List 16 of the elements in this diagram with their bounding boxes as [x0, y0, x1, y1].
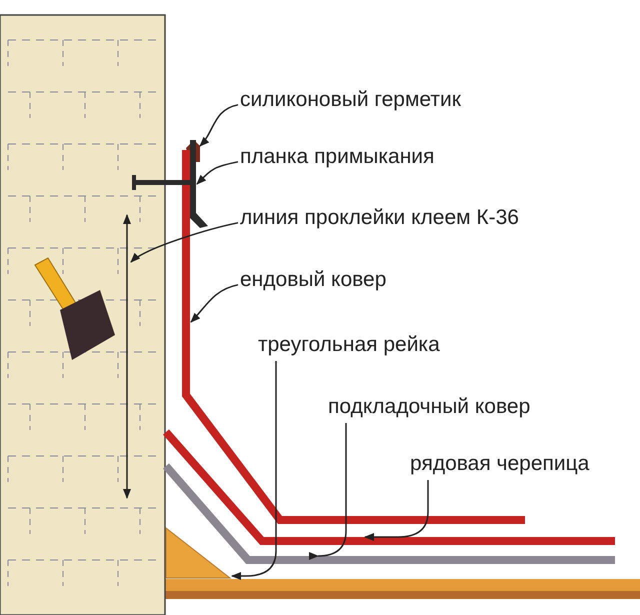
leader-line [199, 104, 238, 147]
leader-line [196, 161, 238, 185]
part-label: линия проклейки клеем К-36 [240, 206, 519, 230]
leader-line [130, 222, 238, 263]
part-label: рядовая черепица [410, 452, 590, 476]
layer-strip [163, 429, 615, 545]
part-label: подкладочный ковер [328, 395, 530, 419]
part-label: ендовый ковер [240, 268, 386, 292]
part-label: силиконовый герметик [240, 88, 461, 112]
part-label: планка примыкания [240, 145, 434, 169]
leader-line [231, 361, 277, 580]
wall-drawing [0, 14, 166, 615]
leader-line [364, 480, 429, 541]
triangular-batten [166, 526, 232, 578]
leader-line [190, 284, 238, 323]
part-label: треугольная рейка [258, 333, 440, 357]
